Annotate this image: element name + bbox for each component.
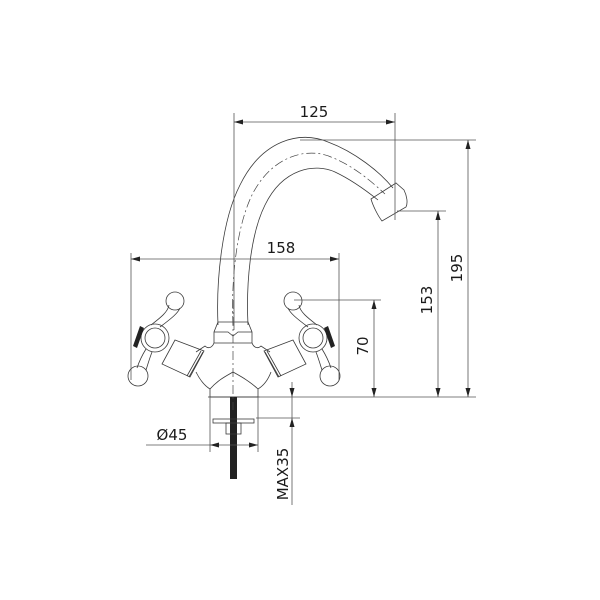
dimension-base-diameter: Ø45 xyxy=(146,397,259,452)
dimension-handle-height: 70 xyxy=(294,299,381,397)
right-valve xyxy=(263,339,307,378)
dimension-label-158: 158 xyxy=(267,239,296,257)
spout xyxy=(217,136,408,326)
dimension-label-70: 70 xyxy=(354,336,372,355)
dimension-max-thickness: MAX35 xyxy=(256,382,300,505)
dimension-label-max35: MAX35 xyxy=(274,448,292,501)
dimension-label-195: 195 xyxy=(448,254,466,283)
dimension-label-153: 153 xyxy=(418,286,436,315)
dimension-total-height: 195 xyxy=(300,139,476,397)
dimension-label-125: 125 xyxy=(300,103,329,121)
dimension-spout-reach: 125 xyxy=(233,103,396,330)
dimension-label-diameter-45: Ø45 xyxy=(157,426,188,444)
left-valve xyxy=(161,339,205,378)
dimension-handle-span: 158 xyxy=(130,239,340,380)
mounting-stud xyxy=(212,300,255,479)
left-cross-handle[interactable] xyxy=(127,291,185,387)
faucet-body xyxy=(195,342,272,398)
right-cross-handle[interactable] xyxy=(283,291,341,387)
dimension-outlet-height: 153 xyxy=(397,210,446,397)
